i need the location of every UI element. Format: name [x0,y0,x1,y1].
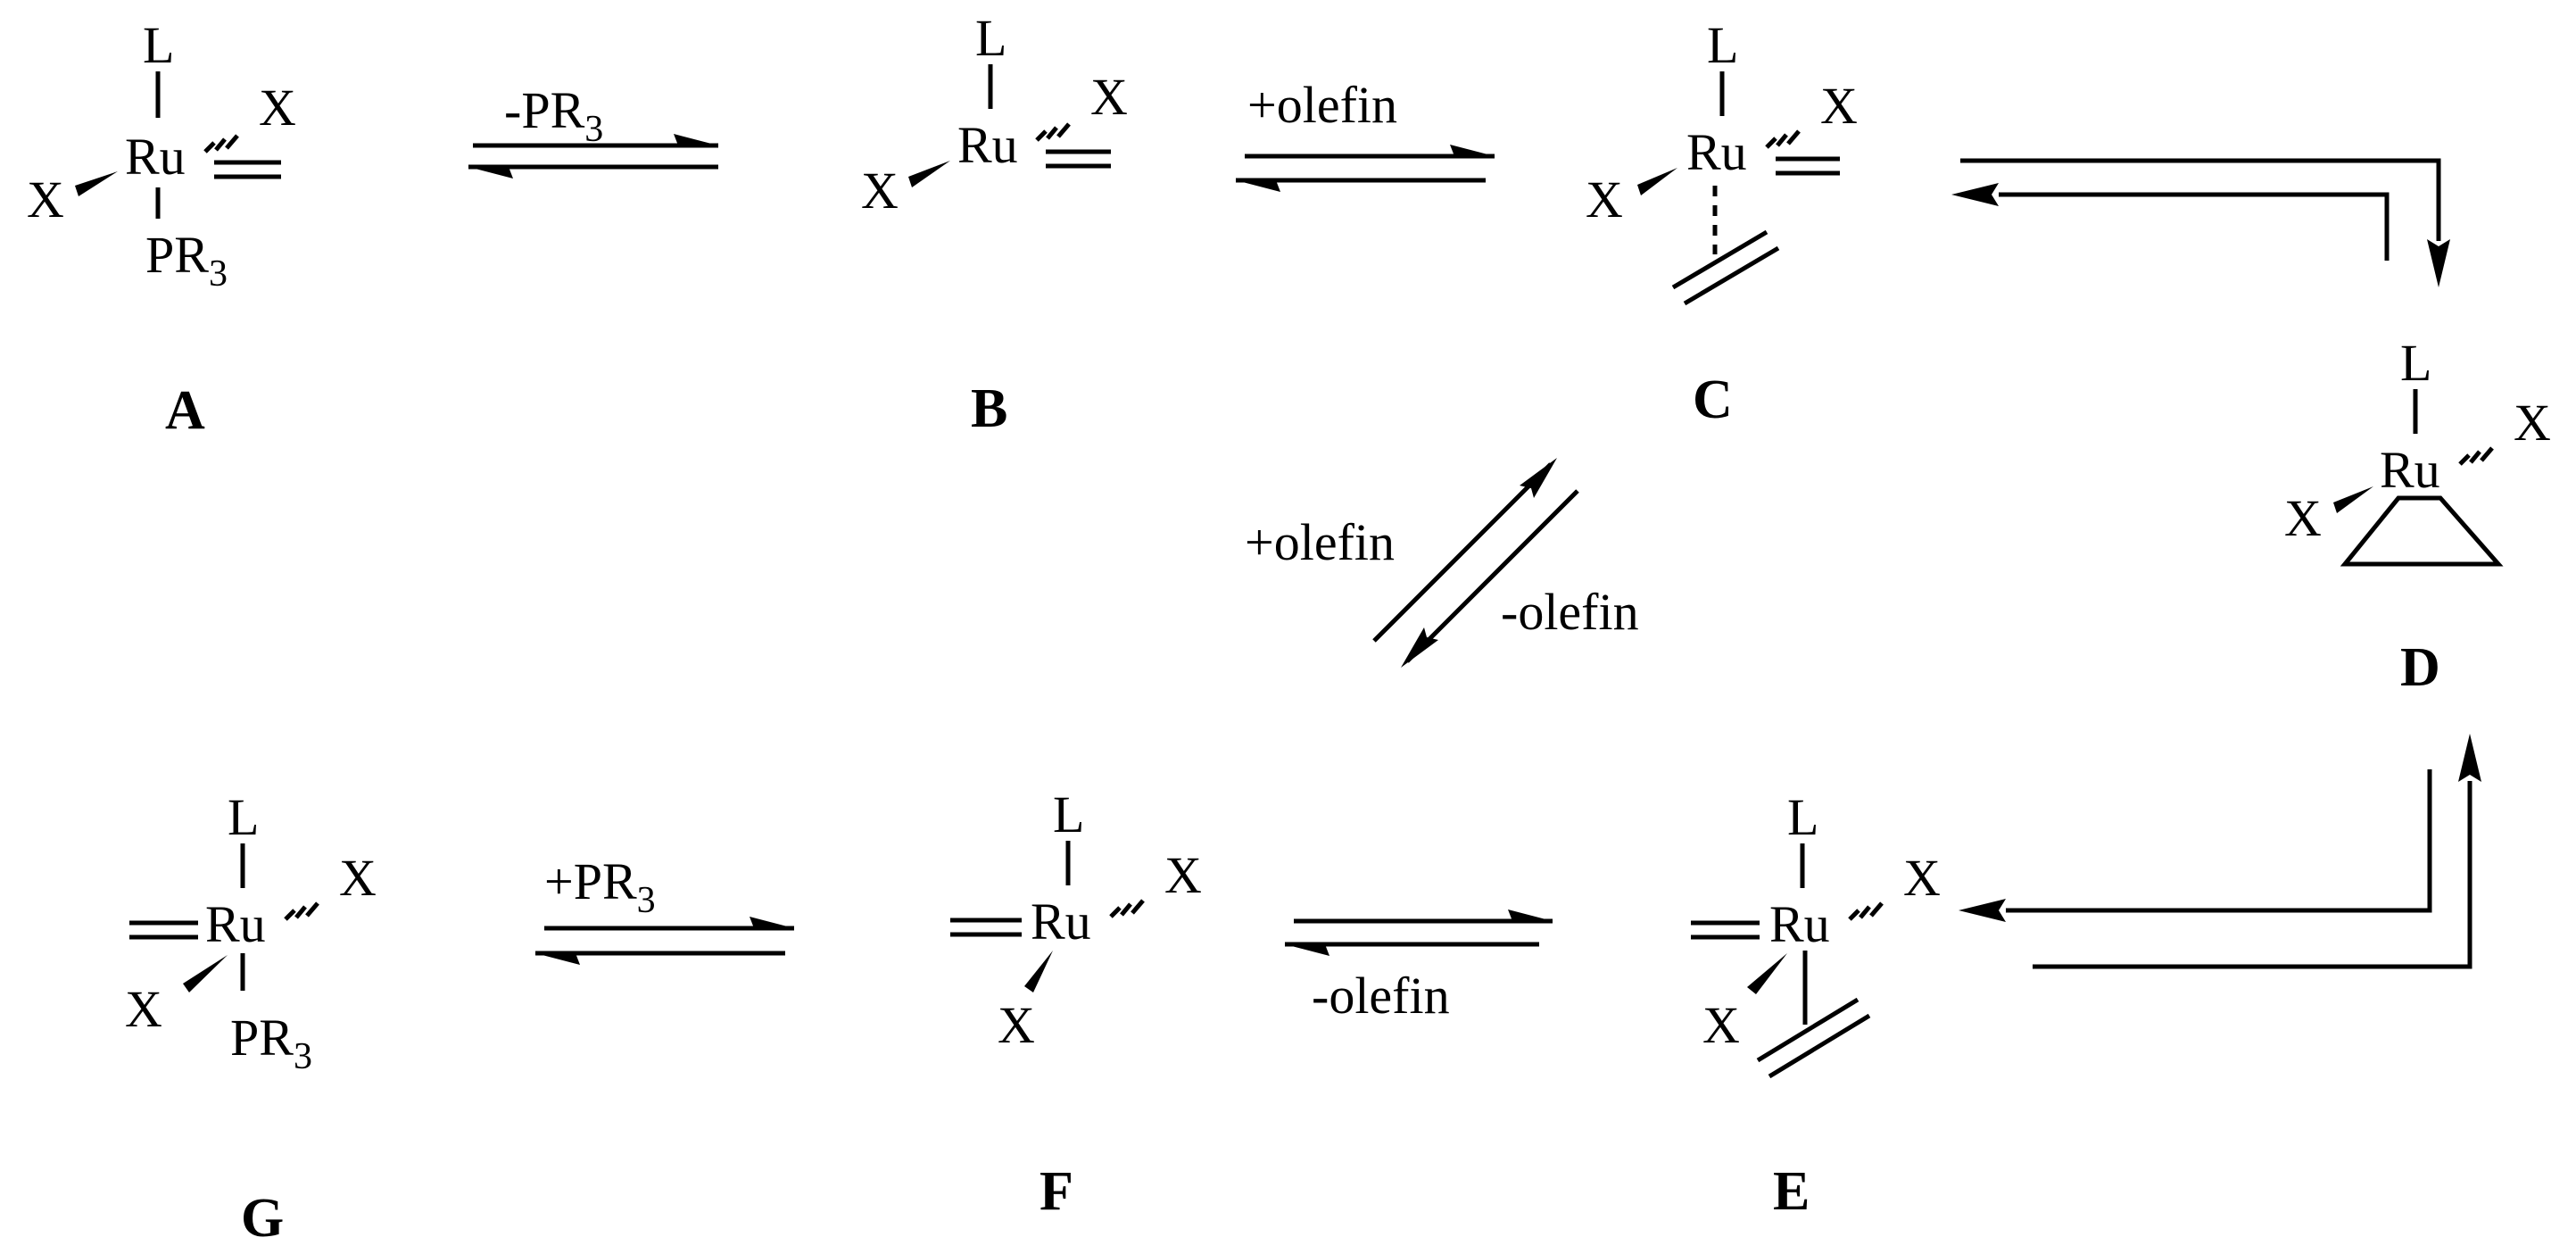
ligand-x-right: X [339,849,377,907]
ligand-l: L [1787,788,1818,846]
metal-ru: Ru [957,116,1018,174]
ligand-x-left: X [1586,170,1623,228]
ligand-x-right: X [1820,77,1858,135]
metal-ru: Ru [1686,123,1747,181]
structure-f: L Ru X X F [950,785,1202,1222]
arrow-label-minus-pr3: -PR3 [504,81,603,150]
ligand-x-left: X [1702,996,1740,1054]
arrow-label-minus-olefin: -olefin [1501,583,1639,641]
label-e: E [1773,1161,1810,1222]
metal-ru: Ru [1031,893,1091,951]
label-c: C [1693,370,1733,430]
equilibrium-arrow-a-b: -PR3 [468,81,718,179]
ligand-l: L [975,9,1006,67]
ligand-x-right: X [1164,846,1202,904]
ligand-pr3: PR3 [145,226,228,295]
ligand-x-right: X [259,79,296,137]
ligand-l: L [2400,334,2431,392]
arrow-label-plus-pr3: +PR3 [544,852,656,921]
equilibrium-arrow-c-d [1951,158,2450,287]
structure-b: L Ru X X B [861,9,1128,439]
label-f: F [1040,1161,1073,1222]
structure-c: L Ru X X C [1586,16,1858,430]
ligand-l: L [1053,785,1084,843]
structure-g: L Ru X X PR3 G [125,788,377,1249]
ligand-l: L [228,788,259,846]
ligand-x-left: X [861,162,899,220]
equilibrium-arrow-f-e: -olefin [1285,909,1553,1025]
label-g: G [241,1188,284,1249]
ligand-x-right: X [2514,394,2551,452]
ligand-x-right: X [1903,849,1941,907]
ligand-l: L [143,16,174,74]
metal-ru: Ru [205,895,266,953]
arrow-label-minus-olefin: -olefin [1312,967,1450,1025]
equilibrium-arrow-d-e [1959,734,2481,969]
structure-d: L Ru X X D [2284,334,2551,698]
structure-e: L Ru X X E [1691,788,1941,1222]
arrow-label-plus-olefin: +olefin [1245,513,1395,571]
label-d: D [2400,637,2440,698]
label-a: A [165,380,205,441]
arrow-label-plus-olefin: +olefin [1247,76,1397,134]
equilibrium-arrow-g-f: +PR3 [535,852,794,965]
ligand-x-left: X [27,170,64,228]
metal-ru: Ru [1769,895,1830,953]
ligand-x-left: X [998,996,1035,1054]
equilibrium-arrow-b-c: +olefin [1236,76,1495,192]
ligand-x-left: X [125,980,162,1038]
structure-a: L Ru X X PR3 A [27,16,296,441]
ligand-pr3: PR3 [230,1009,312,1077]
metal-ru: Ru [2380,441,2440,499]
ligand-x-right: X [1090,68,1128,126]
equilibrium-arrow-c-f: +olefin -olefin [1245,458,1639,668]
label-b: B [971,378,1007,439]
ligand-l: L [1707,16,1738,74]
ligand-x-left: X [2284,489,2322,547]
metal-ru: Ru [125,128,186,186]
